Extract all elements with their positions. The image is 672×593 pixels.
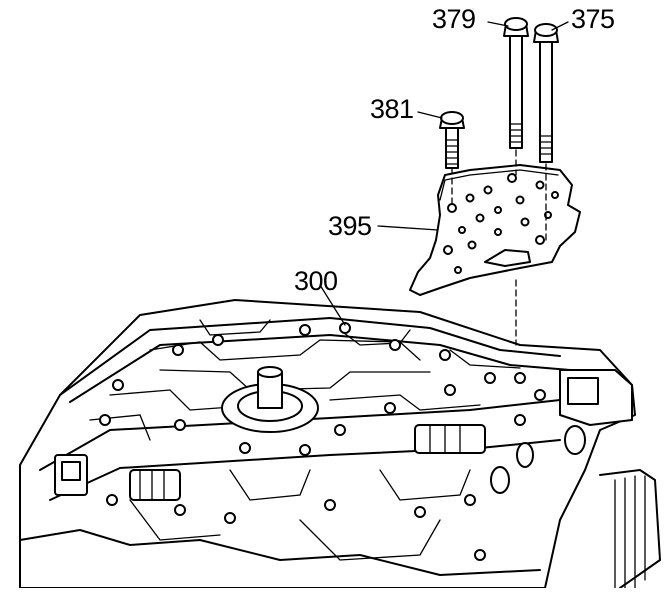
- valve-body-300: [19, 299, 661, 589]
- callout-379: 379: [432, 4, 476, 34]
- callout-300: 300: [294, 266, 338, 296]
- spacer-plate-395: [409, 164, 581, 296]
- callout-375: 375: [571, 4, 615, 34]
- callout-381: 381: [370, 94, 414, 124]
- bolt-375: [533, 23, 559, 163]
- callout-395: 395: [328, 211, 372, 241]
- bolt-381: [439, 111, 465, 169]
- bolt-379: [503, 17, 529, 149]
- leader-lines: [319, 21, 569, 346]
